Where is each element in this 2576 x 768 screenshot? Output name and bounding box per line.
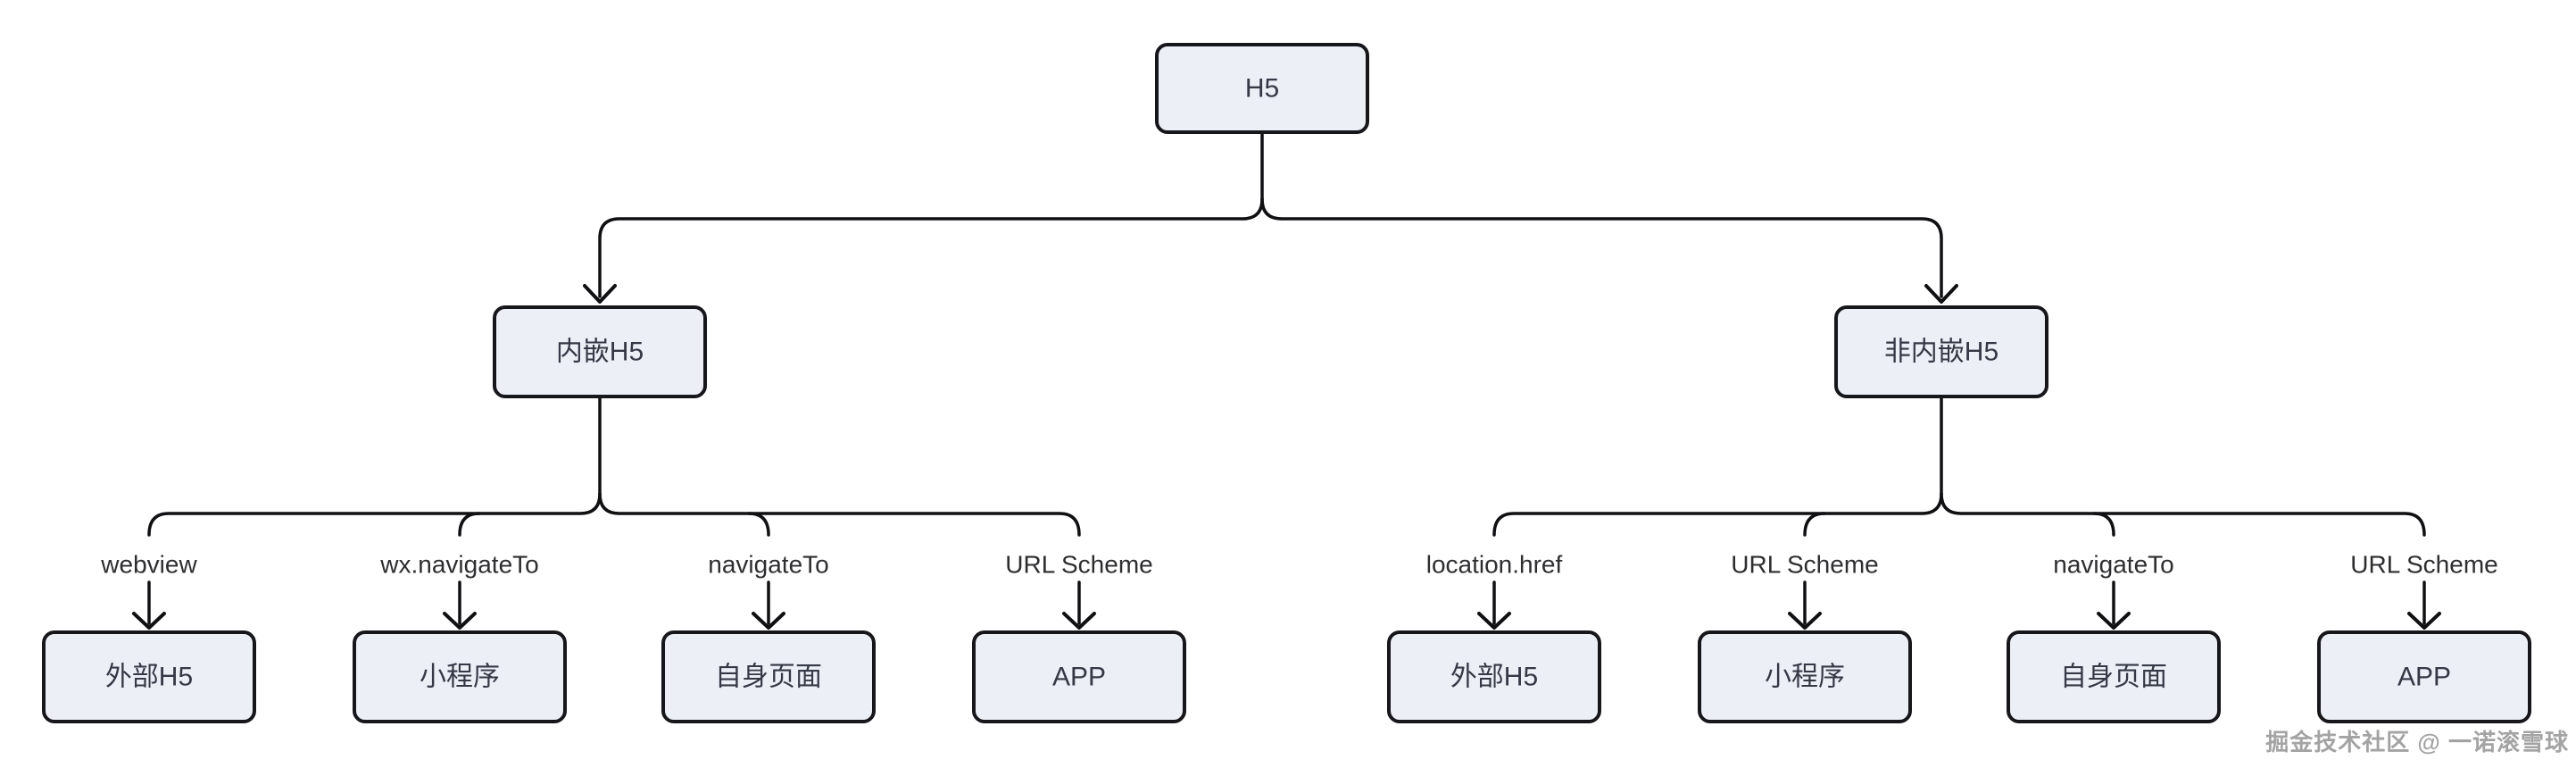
edge-embedded-stub-3	[747, 512, 770, 537]
arrowhead-leaf-5-icon	[1477, 612, 1511, 630]
node-box-leaf-1	[42, 630, 256, 723]
node-box-leaf-8	[2317, 630, 2531, 723]
edge-nonembedded-stub-3	[2092, 512, 2115, 537]
edge-label-webview: webview	[100, 551, 197, 579]
edge-embedded-stub-2	[458, 512, 481, 537]
node-label-leaf-2: 小程序	[420, 663, 500, 692]
arrowhead-leaf-2-icon	[443, 612, 477, 630]
edge-root-to-nonembedded	[1260, 197, 1943, 298]
watermark-text: 掘金技术社区 @ 一诺滚雪球	[2265, 729, 2569, 755]
watermark-shadow: 掘金技术社区 @ 一诺滚雪球	[2267, 730, 2571, 757]
edge-label-navigateto-right: navigateTo	[2053, 551, 2173, 579]
arrowheads	[132, 284, 2441, 630]
node-box-root	[1155, 43, 1369, 134]
node-box-leaf-5	[1387, 630, 1601, 723]
edge-label-navigateto-left: navigateTo	[708, 551, 828, 579]
edge-embedded-arm-right	[598, 492, 1081, 537]
arrowhead-leaf-6-icon	[1788, 612, 1822, 630]
edge-labels: webview wx.navigateTo navigateTo URL Sch…	[100, 551, 2497, 579]
node-label-leaf-5: 外部H5	[1450, 663, 1538, 692]
edge-label-url-scheme-mid: URL Scheme	[1731, 551, 1878, 579]
node-label-leaf-4: APP	[1052, 663, 1106, 692]
arrowhead-leaf-3-icon	[752, 612, 785, 630]
node-box-leaf-6	[1698, 630, 1912, 723]
edge-label-wx-navigateto: wx.navigateTo	[379, 551, 538, 579]
node-label-embedded: 内嵌H5	[556, 338, 644, 367]
arrowhead-leaf-8-icon	[2407, 612, 2441, 630]
edge-embedded-arm-left	[147, 492, 602, 537]
edge-nonembedded-arm-left	[1492, 492, 1943, 537]
arrowhead-embedded-icon	[583, 284, 617, 304]
node-label-leaf-1: 外部H5	[105, 663, 193, 692]
edge-label-url-scheme-left: URL Scheme	[1005, 551, 1152, 579]
arrowhead-leaf-4-icon	[1062, 612, 1096, 630]
node-label-leaf-3: 自身页面	[715, 663, 822, 692]
arrowhead-nonembedded-icon	[1924, 284, 1958, 304]
node-box-leaf-7	[2007, 630, 2221, 723]
node-labels: H5 内嵌H5 非内嵌H5 外部H5 小程序 自身页面 APP 外部H5 小程序…	[105, 74, 2451, 692]
node-box-leaf-4	[972, 630, 1186, 723]
node-box-leaf-3	[661, 630, 876, 723]
arrowhead-leaf-7-icon	[2097, 612, 2131, 630]
node-label-leaf-7: 自身页面	[2060, 663, 2167, 692]
connector-lines	[147, 130, 2426, 625]
edge-label-url-scheme-right: URL Scheme	[2350, 551, 2497, 579]
edge-nonembedded-arm-right	[1940, 492, 2426, 537]
edge-label-location-href: location.href	[1426, 551, 1563, 579]
edge-root-to-embedded	[598, 197, 1264, 298]
node-box-nonembedded	[1834, 305, 2048, 398]
node-box-leaf-2	[353, 630, 567, 723]
node-boxes	[42, 43, 2531, 723]
node-label-leaf-8: APP	[2397, 663, 2451, 692]
node-label-leaf-6: 小程序	[1765, 663, 1845, 692]
node-box-embedded	[493, 305, 707, 398]
arrowhead-leaf-1-icon	[132, 612, 166, 630]
node-label-nonembedded: 非内嵌H5	[1884, 338, 1998, 367]
node-label-root: H5	[1245, 74, 1279, 104]
edge-nonembedded-stub-2	[1803, 512, 1826, 537]
